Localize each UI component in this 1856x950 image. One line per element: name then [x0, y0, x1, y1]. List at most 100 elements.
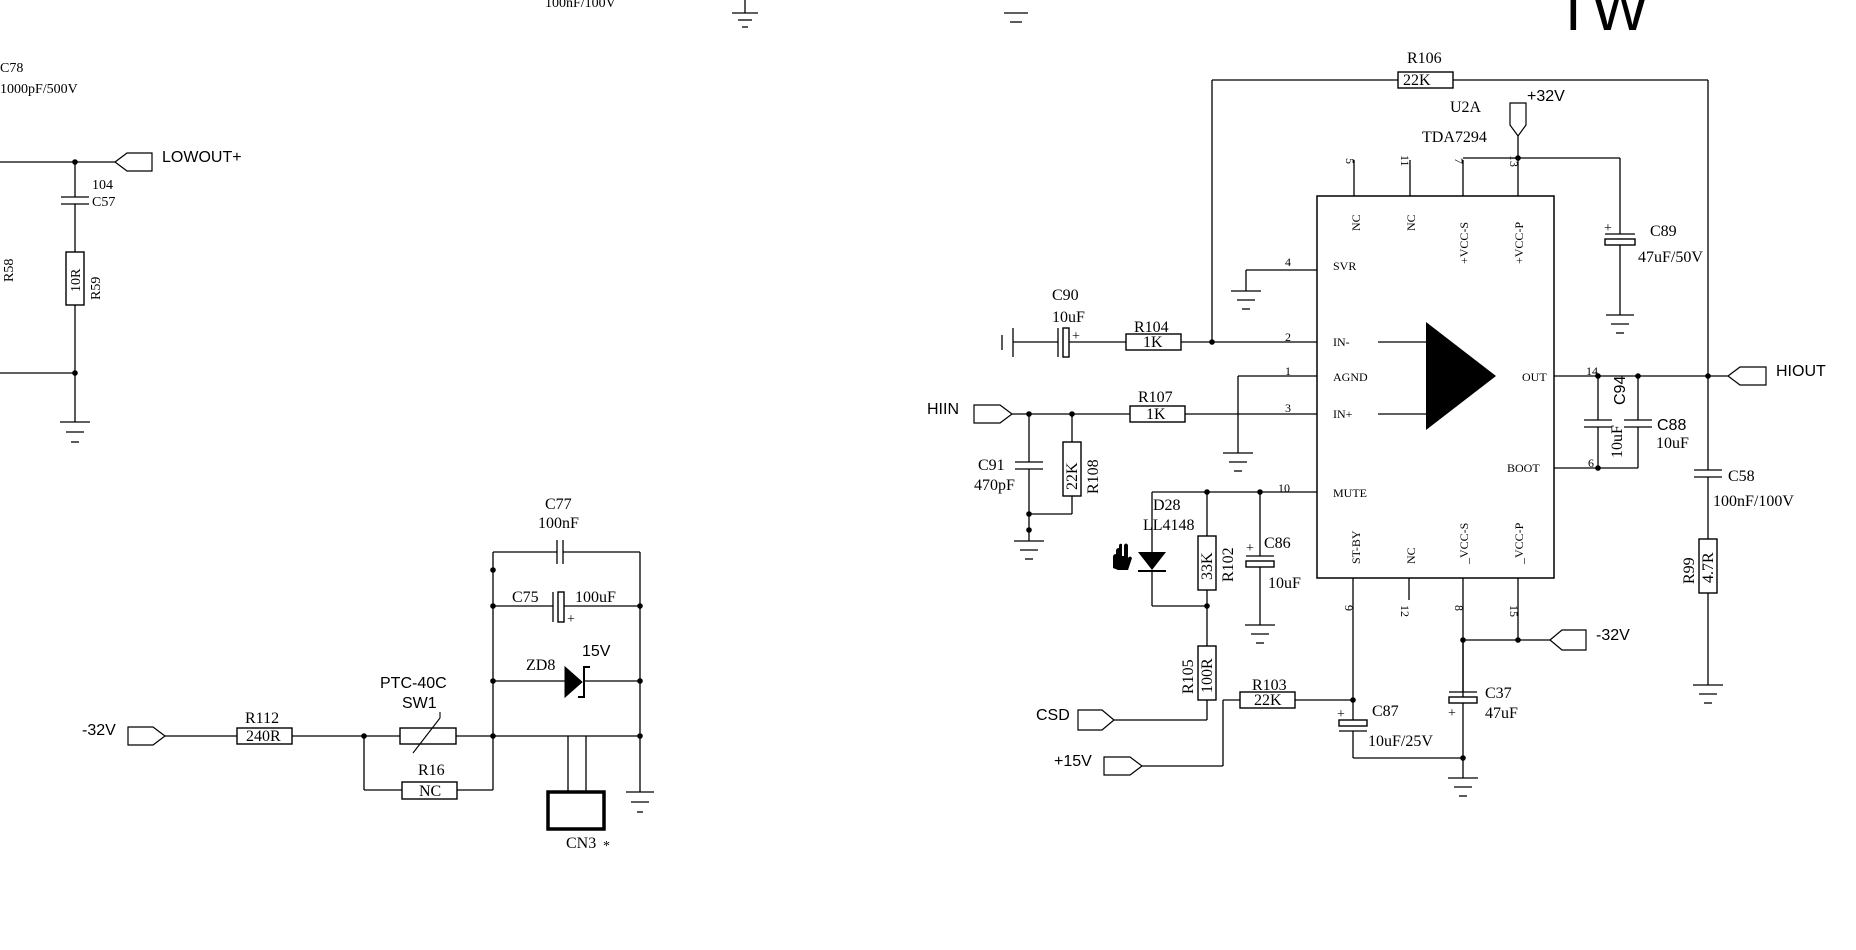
svg-text:IN+: IN+: [1333, 407, 1353, 421]
svg-text:2: 2: [1285, 330, 1291, 344]
c86-ref: C86: [1264, 535, 1291, 552]
c91-value: 470pF: [974, 477, 1015, 494]
hiout-label: HIOUT: [1776, 363, 1826, 380]
svg-text:_VCC-S: _VCC-S: [1457, 523, 1471, 565]
lowout-port: [114, 152, 153, 172]
c87-value: 10uF/25V: [1368, 733, 1433, 750]
r106-value: 22K: [1403, 72, 1431, 89]
hiin-label: HIIN: [927, 401, 959, 418]
svg-text:15: 15: [1507, 605, 1521, 617]
svg-text:+VCC-P: +VCC-P: [1512, 222, 1526, 264]
r58-ref: R58: [2, 259, 17, 282]
r99-ref: R99: [1681, 557, 1698, 584]
pos15-label: +15V: [1054, 753, 1092, 770]
svg-text:+VCC-S: +VCC-S: [1457, 222, 1471, 264]
hiout-port: [1727, 366, 1767, 386]
ic-ref: U2A: [1450, 99, 1482, 116]
svg-text:+: +: [1604, 221, 1612, 236]
c88-ref: C88: [1657, 417, 1686, 434]
r106-ref: R106: [1407, 50, 1442, 67]
csd-port: [1077, 709, 1115, 731]
svg-text:ST-BY: ST-BY: [1349, 530, 1363, 564]
c37-ref: C37: [1485, 685, 1512, 702]
r59-ref: R59: [89, 277, 104, 300]
r104-value: 1K: [1143, 334, 1163, 351]
hand-cursor-icon: [1113, 543, 1132, 570]
ic-part: TDA7294: [1422, 129, 1487, 146]
c78-value: 1000pF/500V: [0, 82, 78, 97]
neg32-left-label: -32V: [82, 722, 116, 739]
sheet-title-fragment: TW: [1555, 0, 1649, 43]
r107-ref: R107: [1138, 389, 1173, 406]
c37-value: 47uF: [1485, 705, 1518, 722]
cn3-mark: *: [603, 839, 610, 854]
pos15-port: [1103, 756, 1143, 776]
svg-text:12: 12: [1398, 605, 1412, 617]
c57-value: 104: [92, 178, 113, 193]
neg32-right-label: -32V: [1596, 627, 1630, 644]
zd8-value: 15V: [582, 643, 611, 660]
c58-ref: C58: [1728, 468, 1755, 485]
svg-text:OUT: OUT: [1522, 370, 1547, 384]
svg-text:MUTE: MUTE: [1333, 486, 1367, 500]
svg-text:7: 7: [1452, 158, 1466, 164]
r16-value: NC: [419, 783, 441, 800]
lowout-snubber: C78 1000pF/500V LOWOUT+ 104 C57 10R R59 …: [0, 61, 242, 443]
svg-text:8: 8: [1452, 605, 1466, 611]
svg-text:+: +: [1337, 707, 1345, 722]
top-fragment: 100nF/100V TW: [545, 0, 1649, 43]
svg-text:+: +: [1072, 329, 1080, 344]
r104-ref: R104: [1134, 319, 1169, 336]
r105-ref: R105: [1180, 659, 1197, 694]
svg-text:1: 1: [1285, 364, 1291, 378]
svg-text:+: +: [1448, 706, 1456, 721]
amplifier: U2A TDA7294 5 11 7 1 3 NC NC +VCC-S +VCC-…: [927, 50, 1826, 797]
r16-ref: R16: [418, 762, 445, 779]
svg-text:14: 14: [1586, 364, 1598, 378]
c75-ref: C75: [512, 589, 539, 606]
svg-text:NC: NC: [1404, 214, 1418, 231]
r108-value: 22K: [1064, 462, 1081, 490]
c91-ref: C91: [978, 457, 1005, 474]
c77-ref: C77: [545, 496, 572, 513]
c88-value: 10uF: [1656, 435, 1689, 452]
d28-ref: D28: [1153, 497, 1181, 514]
svg-text:10: 10: [1278, 481, 1290, 495]
pos32-port: [1509, 102, 1527, 138]
svg-text:IN-: IN-: [1333, 335, 1350, 349]
sw1-type: PTC-40C: [380, 675, 447, 692]
svg-text:+: +: [567, 612, 575, 627]
r103-value: 22K: [1254, 692, 1282, 709]
svg-text:6: 6: [1588, 456, 1594, 470]
neg32-right-port: [1549, 629, 1587, 651]
c90-ref: C90: [1052, 287, 1079, 304]
c89-value: 47uF/50V: [1638, 249, 1703, 266]
c89-ref: C89: [1650, 223, 1677, 240]
zd8-ref: ZD8: [526, 657, 555, 674]
c58-value: 100nF/100V: [1713, 493, 1794, 510]
r105-value: 100R: [1199, 658, 1216, 693]
svg-text:+: +: [1246, 541, 1254, 556]
amplifier-triangle: [1426, 322, 1496, 430]
svg-text:NC: NC: [1404, 547, 1418, 564]
c94-ref: C94: [1612, 376, 1629, 405]
svg-text:4: 4: [1285, 255, 1291, 269]
top-value-label: 100nF/100V: [545, 0, 616, 11]
svg-text:_VCC-P: _VCC-P: [1512, 522, 1526, 565]
cn3-ref: CN3: [566, 835, 596, 852]
svg-text:NC: NC: [1349, 214, 1363, 231]
neg32-left-port: [127, 726, 166, 746]
svg-text:11: 11: [1398, 155, 1412, 167]
lowout-label: LOWOUT+: [162, 149, 242, 166]
svg-text:SVR: SVR: [1333, 259, 1356, 273]
d28-value: LL4148: [1143, 517, 1195, 534]
svg-text:3: 3: [1285, 401, 1291, 415]
r112-ref: R112: [245, 710, 279, 727]
sw1-ref: SW1: [402, 695, 437, 712]
svg-text:AGND: AGND: [1333, 370, 1368, 384]
svg-text:5: 5: [1343, 158, 1357, 164]
input-protection: -32V R112 240R PTC-40C SW1 R16 NC C77 10…: [82, 496, 654, 854]
svg-text:BOOT: BOOT: [1507, 461, 1540, 475]
r103-ref: R103: [1252, 677, 1287, 694]
